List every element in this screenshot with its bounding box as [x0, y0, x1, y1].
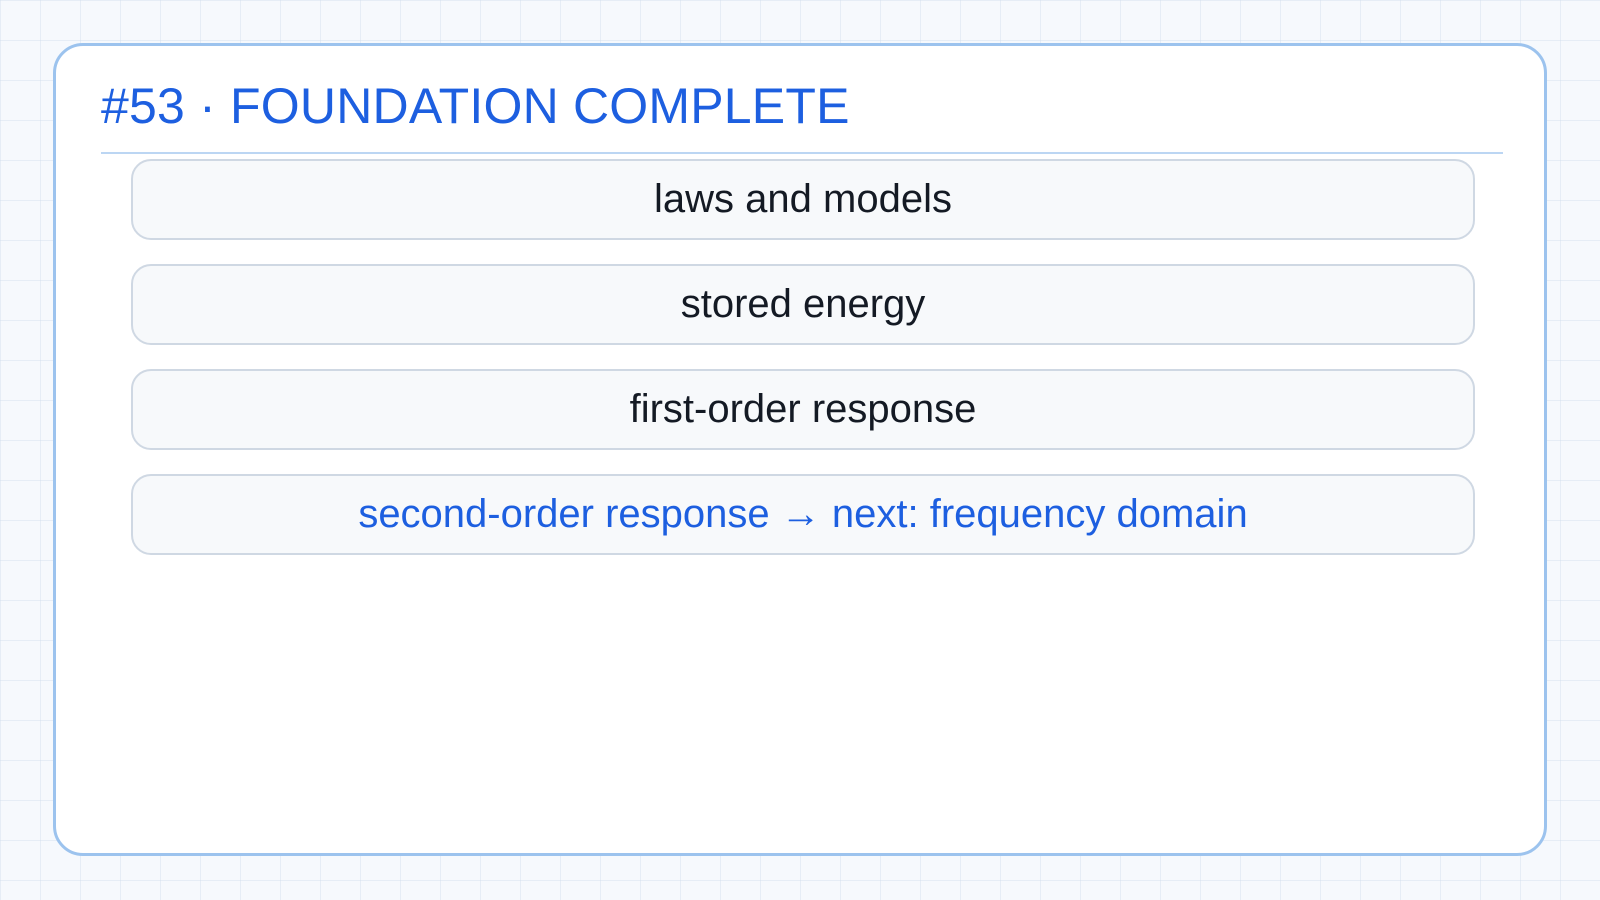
step-laws-and-models: laws and models: [131, 159, 1475, 240]
step-label: stored energy: [680, 282, 926, 326]
step-second-order-response: second-order response → next: frequency …: [131, 474, 1475, 555]
step-label: second-order response → next: frequency …: [358, 492, 1248, 536]
step-list: laws and models stored energy first-orde…: [131, 159, 1475, 579]
step-stored-energy: stored energy: [131, 264, 1475, 345]
step-label: first-order response: [629, 387, 977, 431]
card-title: #53 · FOUNDATION COMPLETE: [101, 78, 850, 134]
step-first-order-response: first-order response: [131, 369, 1475, 450]
step-label: laws and models: [654, 177, 952, 221]
foundation-card: #53 · FOUNDATION COMPLETE laws and model…: [53, 43, 1547, 856]
title-divider: [101, 152, 1503, 154]
